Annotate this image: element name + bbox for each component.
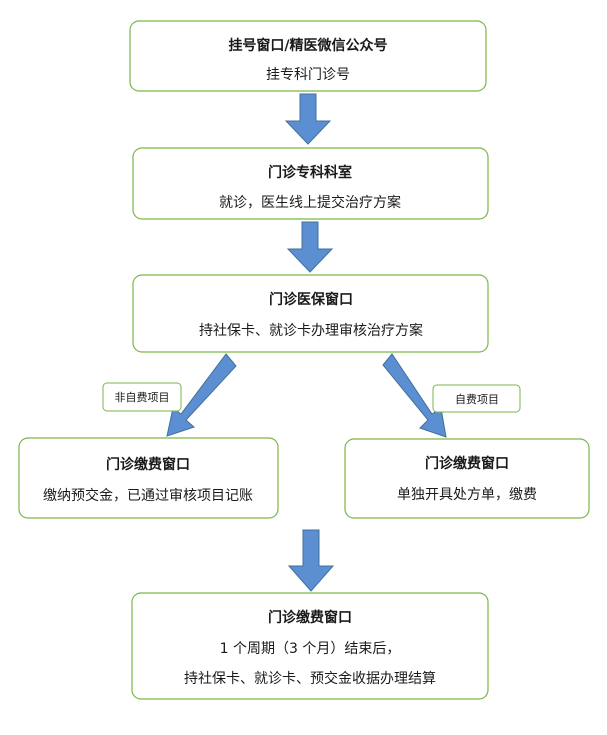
self-pay-tag-box	[432, 384, 521, 413]
payment-left-title: 门诊缴费窗口	[106, 456, 190, 473]
registration-box	[129, 20, 487, 92]
non-self-pay-tag-box	[102, 382, 182, 412]
settlement-desc-1: 1 个周期（3 个月）结束后，	[220, 641, 401, 657]
self-pay-label: 自费项目	[455, 393, 499, 406]
payment-right-node: 门诊缴费窗口 单独开具处方单，缴费	[344, 438, 590, 519]
insurance-desc: 持社保卡、就诊卡办理审核治疗方案	[199, 322, 423, 339]
payment-left-desc: 缴纳预交金，已通过审核项目记账	[43, 487, 253, 504]
payment-right-box	[344, 438, 590, 519]
diagonal-arrow-right	[382, 353, 447, 438]
non-self-pay-tag: 非自费项目	[102, 382, 182, 412]
clinic-box	[132, 147, 489, 220]
clinic-desc: 就诊，医生线上提交治疗方案	[219, 194, 401, 211]
registration-title: 挂号窗口/精医微信公众号	[228, 37, 387, 54]
self-pay-tag: 自费项目	[432, 384, 521, 413]
down-arrow-3	[287, 529, 335, 592]
settlement-title: 门诊缴费窗口	[268, 609, 352, 626]
down-arrow-1	[284, 93, 332, 145]
payment-right-title: 门诊缴费窗口	[425, 455, 509, 472]
registration-node: 挂号窗口/精医微信公众号 挂专科门诊号	[129, 20, 487, 92]
diagonal-arrow-left	[166, 353, 237, 437]
payment-left-box	[18, 437, 279, 519]
settlement-node: 门诊缴费窗口 1 个周期（3 个月）结束后， 持社保卡、就诊卡、预交金收据办理结…	[131, 592, 489, 700]
settlement-box	[131, 592, 489, 700]
registration-desc: 挂专科门诊号	[266, 67, 350, 83]
insurance-node: 门诊医保窗口 持社保卡、就诊卡办理审核治疗方案	[132, 274, 489, 353]
payment-right-desc: 单独开具处方单，缴费	[397, 487, 537, 503]
payment-left-node: 门诊缴费窗口 缴纳预交金，已通过审核项目记账	[18, 437, 279, 519]
non-self-pay-label: 非自费项目	[115, 391, 170, 404]
settlement-desc-2: 持社保卡、就诊卡、预交金收据办理结算	[184, 670, 436, 687]
clinic-node: 门诊专科科室 就诊，医生线上提交治疗方案	[132, 147, 489, 220]
clinic-title: 门诊专科科室	[268, 164, 352, 181]
insurance-box	[132, 274, 489, 353]
down-arrow-2	[286, 221, 334, 273]
insurance-title: 门诊医保窗口	[269, 291, 353, 308]
